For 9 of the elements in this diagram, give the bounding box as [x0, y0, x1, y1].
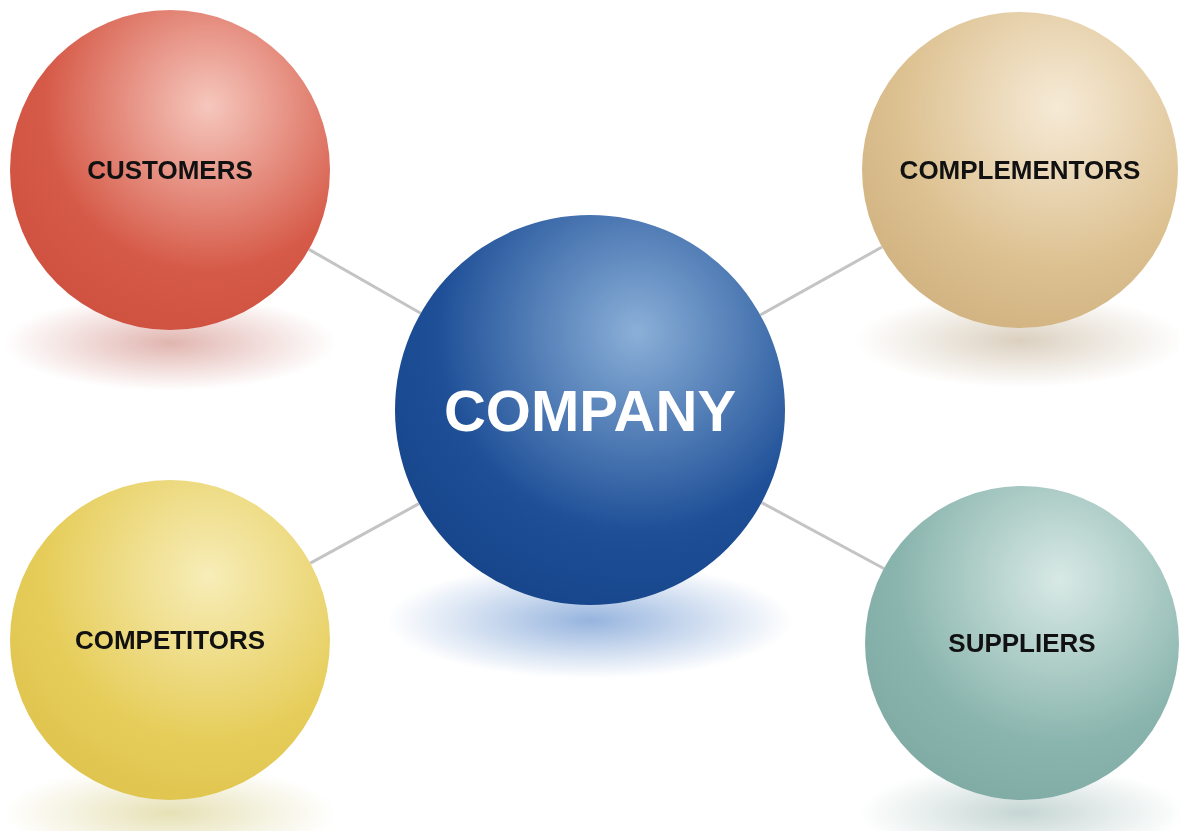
sphere-label: SUPPLIERS [948, 627, 1096, 659]
sphere-label: CUSTOMERS [87, 154, 253, 186]
connector-line [308, 248, 422, 315]
sphere-label: COMPANY [443, 376, 737, 444]
sphere-label: COMPETITORS [74, 624, 266, 656]
connector-line [759, 245, 883, 317]
sphere-label: COMPLEMENTORS [899, 154, 1141, 186]
connector-line [760, 501, 885, 570]
connector-line [309, 502, 420, 565]
